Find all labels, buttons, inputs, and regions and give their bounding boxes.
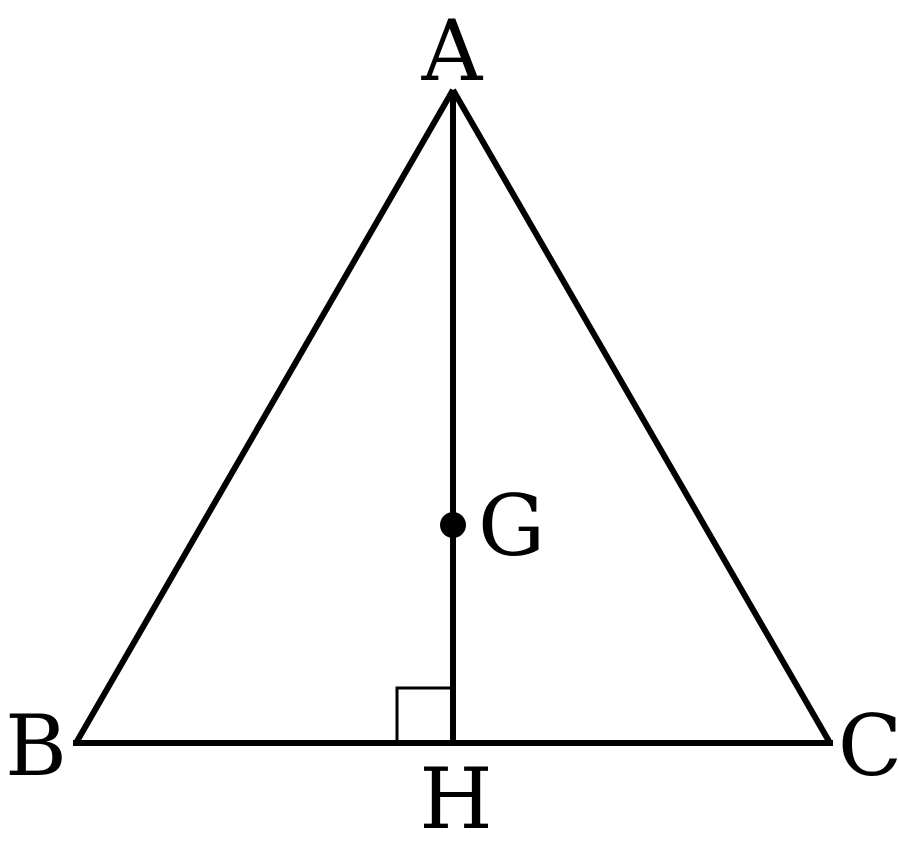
side-ab — [73, 88, 456, 745]
label-a: A — [421, 2, 484, 100]
side-ac — [450, 88, 833, 745]
label-g: G — [478, 477, 545, 575]
point-g — [440, 512, 466, 538]
label-h: H — [419, 750, 492, 848]
right-angle-marker — [395, 686, 452, 743]
label-c: C — [838, 697, 899, 795]
label-b: B — [5, 697, 67, 795]
